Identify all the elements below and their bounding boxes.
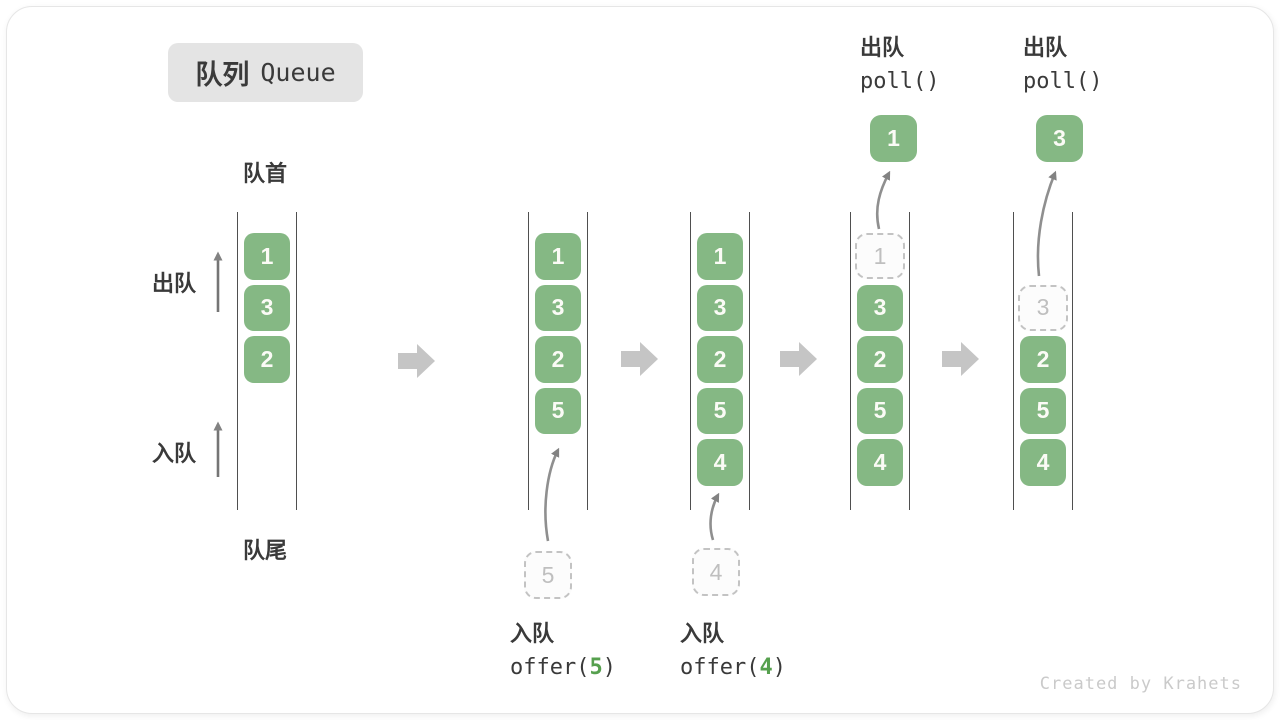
queue-cell-solid: 2 bbox=[857, 336, 903, 383]
queue-cell-solid: 1 bbox=[697, 233, 743, 280]
popped-item-3: 3 bbox=[1036, 115, 1083, 162]
queue-cell-solid: 5 bbox=[1020, 387, 1066, 434]
watermark: Created by Krahets bbox=[1039, 674, 1242, 694]
front-label: 队首 bbox=[243, 161, 288, 186]
dequeue1-op-code: poll() bbox=[860, 69, 940, 94]
enqueue5-op-caption: 入队 offer(5) bbox=[510, 616, 616, 680]
enqueue4-op-caption: 入队 offer(4) bbox=[680, 616, 786, 680]
queue-cell-solid: 1 bbox=[535, 233, 581, 280]
pending-item-4: 4 bbox=[692, 548, 740, 596]
queue-cell-solid: 2 bbox=[697, 336, 743, 383]
queue-cell-solid: 3 bbox=[697, 284, 743, 331]
queue-cell-solid: 4 bbox=[697, 439, 743, 486]
queue-cell-solid: 3 bbox=[244, 284, 290, 331]
queue-cell-solid: 1 bbox=[244, 233, 290, 280]
queue-cell-solid: 3 bbox=[857, 284, 903, 331]
code-num: 4 bbox=[759, 655, 773, 680]
queue-cell-solid: 2 bbox=[535, 336, 581, 383]
queue-cell-solid: 2 bbox=[244, 336, 290, 383]
popped-item-1: 1 bbox=[870, 115, 917, 162]
queue-cell-empty bbox=[1020, 233, 1066, 280]
queue-cell-solid: 5 bbox=[697, 387, 743, 434]
queue-cell-solid: 5 bbox=[857, 387, 903, 434]
code-pre: offer( bbox=[680, 655, 760, 680]
diagram-card bbox=[6, 6, 1274, 714]
enqueue5-op-zh: 入队 bbox=[510, 621, 555, 646]
pending-item-5: 5 bbox=[524, 551, 572, 599]
queue-cell-solid: 4 bbox=[1020, 439, 1066, 486]
enqueue4-op-zh: 入队 bbox=[680, 621, 725, 646]
dequeue1-op-caption: 出队 poll() bbox=[860, 30, 939, 94]
code-post: ) bbox=[602, 655, 616, 680]
title-box: 队列 Queue bbox=[168, 43, 363, 102]
dequeue2-op-code: poll() bbox=[1023, 69, 1103, 94]
title-zh: 队列 bbox=[195, 60, 250, 90]
dequeue2-op-zh: 出队 bbox=[1023, 35, 1068, 60]
queue-cell-dashed: 3 bbox=[1018, 284, 1068, 331]
enqueue5-op-code: offer(5) bbox=[510, 655, 616, 680]
queue-cell-solid: 3 bbox=[535, 284, 581, 331]
queue-cell-dashed: 1 bbox=[855, 233, 905, 279]
dequeue2-op-caption: 出队 poll() bbox=[1023, 30, 1102, 94]
code-num: 5 bbox=[589, 655, 603, 680]
code-pre: offer( bbox=[510, 655, 590, 680]
title-en: Queue bbox=[260, 58, 336, 87]
queue-cell-solid: 4 bbox=[857, 439, 903, 486]
queue-cell-solid: 2 bbox=[1020, 336, 1066, 383]
rear-label: 队尾 bbox=[243, 538, 288, 563]
queue-cell-solid: 5 bbox=[535, 387, 581, 434]
enqueue4-op-code: offer(4) bbox=[680, 655, 786, 680]
dequeue1-op-zh: 出队 bbox=[860, 35, 905, 60]
enqueue-label: 入队 bbox=[152, 441, 197, 466]
dequeue-label: 出队 bbox=[152, 271, 197, 296]
code-post: ) bbox=[772, 655, 786, 680]
